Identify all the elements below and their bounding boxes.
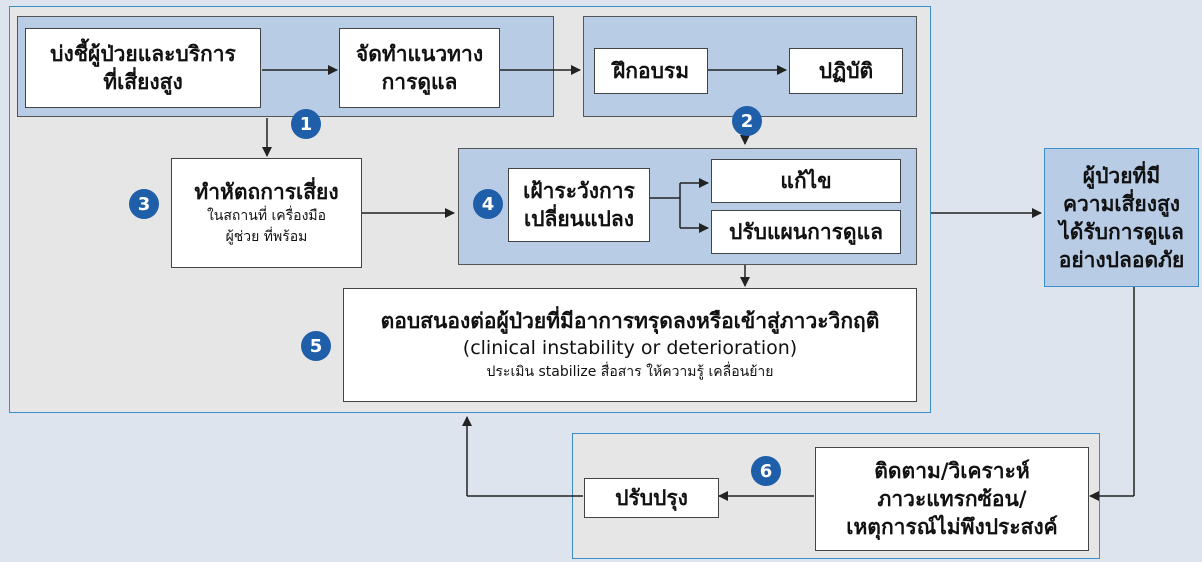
analyze-complications-label: ติดตาม/วิเคราะห์ ภาวะแทรกซ้อน/ เหตุการณ์… xyxy=(846,459,1058,539)
identify-high-risk-label: บ่งชี้ผู้ป่วยและบริการ ที่เสี่ยงสูง xyxy=(50,42,236,94)
adjust-plan-label: ปรับแผนการดูแล xyxy=(729,220,883,244)
practice-box: ปฏิบัติ xyxy=(789,48,903,94)
correct-label: แก้ไข xyxy=(780,169,832,193)
improve-label: ปรับปรุง xyxy=(615,486,688,510)
practice-label: ปฏิบัติ xyxy=(818,59,874,83)
care-guideline-label: จัดทำแนวทาง การดูแล xyxy=(355,42,484,94)
monitor-change-label: เฝ้าระวังการ เปลี่ยนแปลง xyxy=(523,179,635,231)
step-2-badge: 2 xyxy=(732,106,762,136)
step-3-badge: 3 xyxy=(129,189,159,219)
training-box: ฝึกอบรม xyxy=(594,48,708,94)
identify-high-risk-box: บ่งชี้ผู้ป่วยและบริการ ที่เสี่ยงสูง xyxy=(25,28,261,108)
training-label: ฝึกอบรม xyxy=(612,59,690,83)
step-5-badge: 5 xyxy=(301,331,331,361)
risky-procedure-box: ทำหัตถการเสี่ยง ในสถานที่ เครื่องมือ ผู้… xyxy=(171,158,362,268)
care-guideline-box: จัดทำแนวทาง การดูแล xyxy=(339,28,500,108)
respond-deterioration-english: (clinical instability or deterioration) xyxy=(462,337,798,359)
safe-outcome-label: ผู้ป่วยที่มี ความเสี่ยงสูง ได้รับการดูแล… xyxy=(1058,163,1185,272)
respond-deterioration-detail: ประเมิน stabilize สื่อสาร ให้ความรู้ เคล… xyxy=(486,364,774,380)
step-4-badge: 4 xyxy=(473,189,503,219)
correct-box: แก้ไข xyxy=(711,159,901,203)
monitor-change-box: เฝ้าระวังการ เปลี่ยนแปลง xyxy=(508,168,650,242)
safe-outcome-box: ผู้ป่วยที่มี ความเสี่ยงสูง ได้รับการดูแล… xyxy=(1044,148,1199,287)
adjust-plan-box: ปรับแผนการดูแล xyxy=(711,210,901,254)
step-1-badge: 1 xyxy=(291,109,321,139)
risky-procedure-detail: ในสถานที่ เครื่องมือ ผู้ช่วย ที่พร้อม xyxy=(206,208,327,245)
improve-box: ปรับปรุง xyxy=(584,478,719,518)
step-6-badge: 6 xyxy=(751,456,781,486)
analyze-complications-box: ติดตาม/วิเคราะห์ ภาวะแทรกซ้อน/ เหตุการณ์… xyxy=(815,447,1089,551)
respond-deterioration-box: ตอบสนองต่อผู้ป่วยที่มีอาการทรุดลงหรือเข้… xyxy=(343,288,917,402)
respond-deterioration-title: ตอบสนองต่อผู้ป่วยที่มีอาการทรุดลงหรือเข้… xyxy=(380,309,880,333)
risky-procedure-title: ทำหัตถการเสี่ยง xyxy=(194,180,339,204)
